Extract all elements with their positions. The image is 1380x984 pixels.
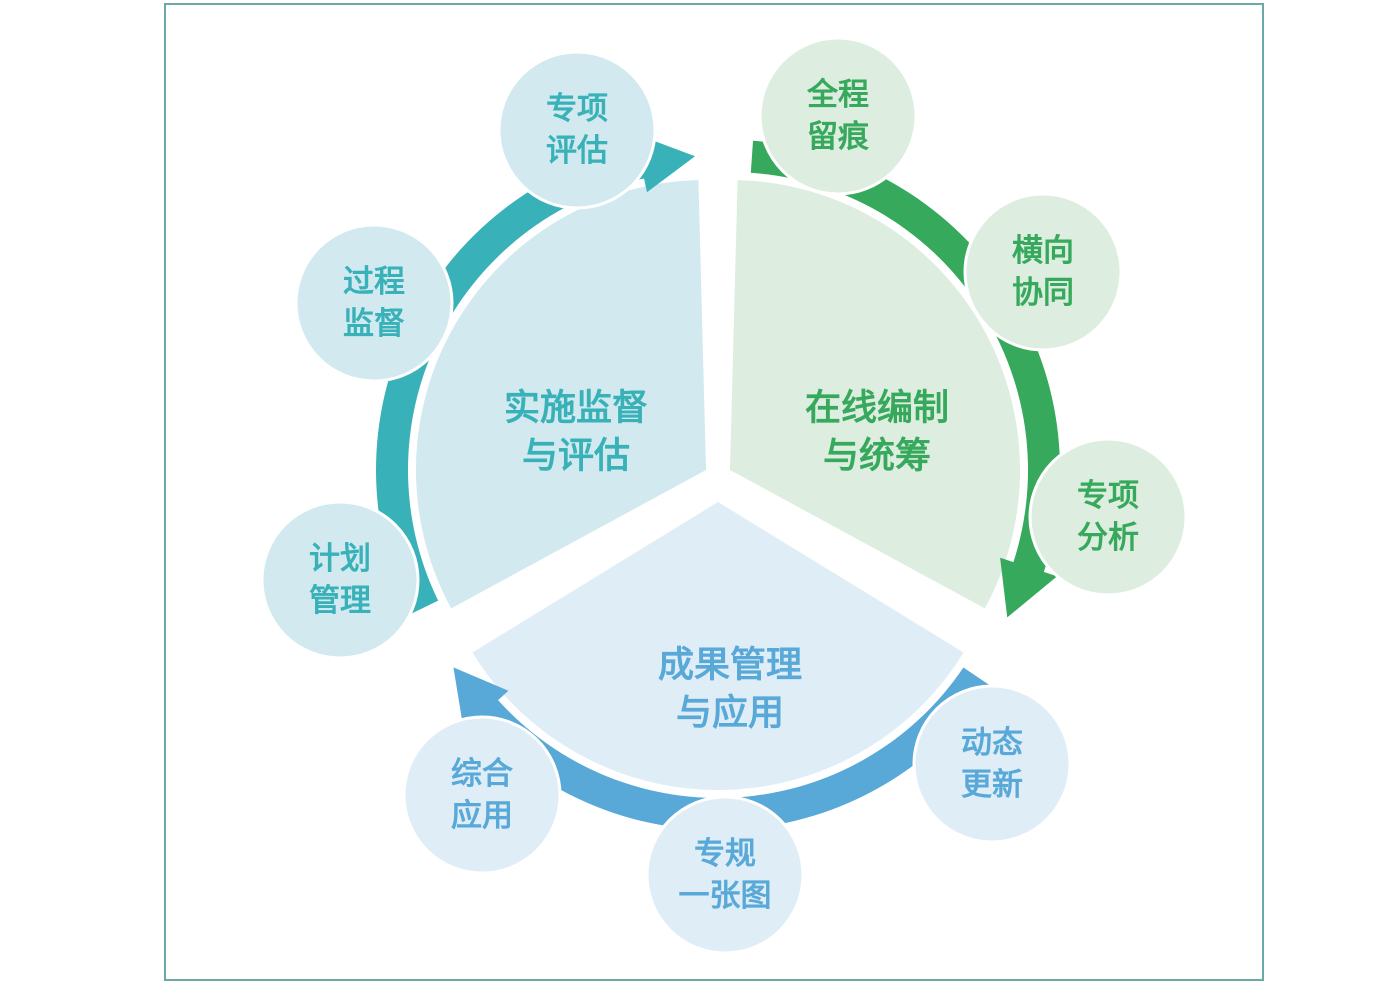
satellite-circle	[758, 36, 918, 196]
segment-title-online: 与统筹	[823, 436, 931, 477]
satellite-label: 协同	[1012, 275, 1074, 311]
wedge-results	[472, 502, 964, 790]
satellite-circle	[645, 795, 805, 955]
satellite-label: 应用	[451, 798, 513, 834]
satellite-label: 管理	[309, 583, 371, 619]
arrow-results	[453, 667, 990, 831]
satellite-label: 评估	[546, 133, 608, 169]
satellite-label: 专规	[694, 836, 756, 872]
segment-title-implementation: 实施监督	[504, 388, 648, 429]
satellite-label: 更新	[961, 767, 1023, 803]
satellite-label: 留痕	[807, 119, 870, 155]
segment-title-online: 在线编制	[805, 388, 949, 429]
wedge-online	[730, 180, 1020, 609]
wedge-implementation	[416, 180, 706, 609]
segment-title-results: 与应用	[676, 693, 784, 734]
satellite-circle	[497, 50, 657, 210]
segment-title-results: 成果管理	[658, 645, 802, 686]
satellite-circle	[294, 223, 454, 383]
satellite-label: 专项	[546, 91, 608, 127]
satellite-label: 横向	[1012, 233, 1074, 269]
satellite-label: 全程	[806, 77, 869, 113]
satellite-label: 专项	[1077, 478, 1139, 514]
satellite-label: 计划	[309, 541, 371, 577]
satellite-circle	[912, 684, 1072, 844]
segment-title-implementation: 与评估	[522, 436, 630, 477]
satellite-circle	[260, 500, 420, 660]
satellite-label: 一张图	[679, 878, 772, 914]
satellite-label: 综合	[451, 756, 513, 792]
satellite-label: 监督	[343, 306, 405, 342]
satellite-label: 动态	[961, 725, 1023, 761]
satellite-label: 分析	[1077, 520, 1139, 556]
satellite-circle	[402, 715, 562, 875]
satellite-circle	[1028, 437, 1188, 597]
satellite-label: 过程	[343, 264, 405, 300]
satellite-circle	[963, 192, 1123, 352]
